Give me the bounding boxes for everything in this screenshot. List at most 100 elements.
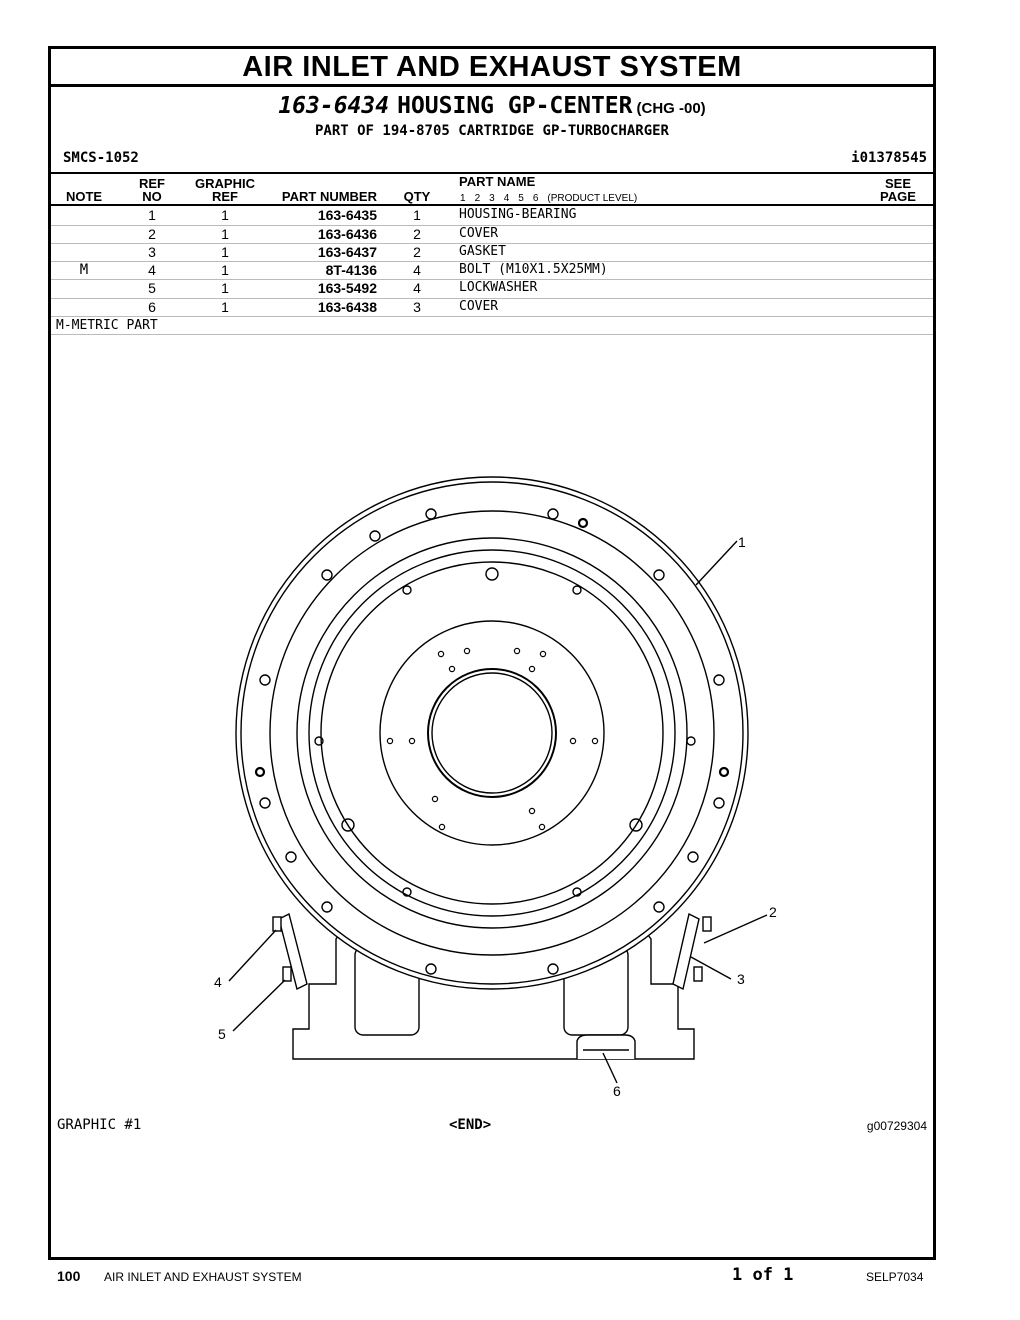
row-qty: 2	[413, 244, 421, 260]
row-ref: 5	[148, 280, 156, 296]
change-level: (CHG -00)	[636, 100, 706, 117]
row-part-number: 8T-4136	[325, 262, 377, 278]
product-level: 2	[474, 193, 481, 204]
right-bolt-upper	[702, 916, 712, 932]
table-row: 6 1 163-6438 3 COVER	[51, 298, 933, 316]
table-row: 5 1 163-5492 4 LOCKWASHER	[51, 279, 933, 297]
page-of: 1 of 1	[732, 1265, 794, 1285]
row-ref: 6	[148, 299, 156, 315]
left-bolt-upper	[272, 916, 282, 932]
col-part-number: PART NUMBER	[281, 189, 377, 204]
row-qty: 1	[413, 207, 421, 223]
right-cover	[672, 912, 700, 991]
row-note: M	[79, 262, 89, 278]
group-title: 163-6434 HOUSING GP-CENTER(CHG -00)	[51, 93, 933, 119]
row-divider	[51, 261, 933, 262]
row-divider	[51, 243, 933, 244]
row-graphic-ref: 1	[221, 207, 229, 223]
row-part-name: BOLT (M10X1.5X25MM)	[459, 262, 608, 277]
row-graphic-ref: 1	[221, 280, 229, 296]
row-qty: 3	[413, 299, 421, 315]
leader-5	[232, 979, 286, 1032]
row-ref: 2	[148, 226, 156, 242]
product-level: 4	[503, 193, 510, 204]
product-level: 1	[460, 193, 466, 204]
table-top-rule	[51, 172, 933, 174]
col-graphic-ref-1: GRAPHIC	[195, 176, 255, 191]
product-level-label: (PRODUCT LEVEL)	[547, 193, 638, 204]
smcs-code: SMCS-1052	[63, 150, 139, 166]
leader-2	[703, 914, 768, 944]
graphic-id: g00729304	[866, 1119, 927, 1133]
col-qty: QTY	[403, 189, 431, 204]
leader-1	[695, 540, 738, 586]
col-see-page-1: SEE	[884, 176, 911, 191]
row-part-name: COVER	[459, 226, 499, 241]
row-part-number: 163-6436	[317, 226, 377, 242]
footer-section: AIR INLET AND EXHAUST SYSTEM	[104, 1270, 302, 1284]
end-marker: <END>	[449, 1117, 492, 1133]
row-divider	[51, 225, 933, 226]
table-row: 3 1 163-6437 2 GASKET	[51, 243, 933, 261]
outer-flange	[235, 476, 749, 990]
right-bolt-lower	[693, 966, 703, 982]
group-part-name: HOUSING GP-CENTER	[397, 93, 633, 119]
group-part-number: 163-6434	[278, 93, 390, 119]
col-see-page-2: PAGE	[880, 189, 916, 204]
bottom-cover	[576, 1034, 636, 1059]
row-part-number: 163-5492	[317, 280, 377, 296]
row-divider	[51, 334, 933, 335]
table-row: M 4 1 8T-4136 4 BOLT (M10X1.5X25MM)	[51, 261, 933, 279]
row-divider	[51, 279, 933, 280]
table-row: 2 1 163-6436 2 COVER	[51, 225, 933, 243]
col-ref-1: REF	[139, 176, 165, 191]
row-ref: 1	[148, 207, 156, 223]
row-part-name: GASKET	[459, 244, 506, 259]
left-bolt-lower	[282, 966, 292, 982]
outer-bolt-holes	[254, 508, 730, 975]
row-graphic-ref: 1	[221, 244, 229, 260]
row-ref: 4	[148, 262, 156, 278]
illustration-id: i01378545	[851, 150, 927, 166]
leader-6	[602, 1052, 618, 1084]
row-part-name: HOUSING-BEARING	[459, 207, 577, 222]
col-part-name: PART NAME	[459, 174, 536, 189]
row-graphic-ref: 1	[221, 299, 229, 315]
inner-ring-holes	[386, 647, 599, 831]
product-level: 3	[489, 193, 495, 204]
part-of-line: PART OF 194-8705 CARTRIDGE GP-TURBOCHARG…	[314, 123, 669, 139]
graphic-label: GRAPHIC #1	[57, 1117, 142, 1133]
metric-footnote: M-METRIC PART	[56, 318, 158, 333]
product-level: 6	[532, 193, 539, 204]
row-qty: 4	[413, 262, 421, 278]
page-number: 100	[57, 1268, 81, 1284]
table-header-rule	[51, 204, 933, 206]
center-bore	[427, 668, 557, 798]
col-graphic-ref-2: REF	[212, 189, 238, 204]
callout-6: 6	[613, 1083, 621, 1099]
col-ref-2: NO	[142, 189, 162, 204]
row-part-name: COVER	[459, 299, 499, 314]
row-qty: 4	[413, 280, 421, 296]
parts-illustration: 1 2 3 4 5 6	[214, 476, 777, 1099]
row-divider	[51, 298, 933, 299]
col-note: NOTE	[65, 189, 103, 204]
row-part-number: 163-6437	[317, 244, 377, 260]
leader-4	[228, 929, 277, 982]
row-divider	[51, 316, 933, 317]
row-graphic-ref: 1	[221, 262, 229, 278]
callout-5: 5	[218, 1026, 226, 1042]
callout-2: 2	[769, 904, 777, 920]
row-part-name: LOCKWASHER	[459, 280, 538, 295]
leader-3	[690, 956, 732, 980]
left-cover	[278, 912, 308, 991]
callout-1: 1	[738, 534, 746, 550]
row-part-number: 163-6438	[317, 299, 377, 315]
row-ref: 3	[148, 244, 156, 260]
middle-ring-holes	[314, 567, 696, 897]
row-graphic-ref: 1	[221, 226, 229, 242]
row-qty: 2	[413, 226, 421, 242]
document-number: SELP7034	[866, 1270, 924, 1284]
